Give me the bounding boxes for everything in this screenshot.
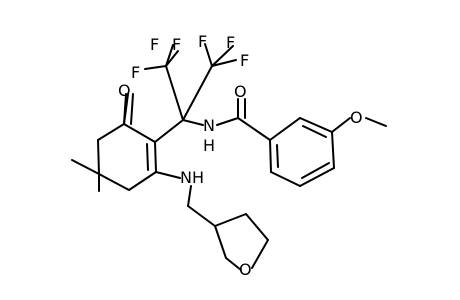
atom-label-fluorine: F: [172, 35, 181, 54]
atom-label-ketone-oxygen: O: [118, 81, 131, 100]
atom-label-methoxy-oxygen: O: [350, 108, 363, 127]
bond-lines: [71, 43, 387, 271]
atom-label-fluorine: F: [240, 51, 249, 70]
atom-label-fluorine: F: [131, 63, 140, 82]
atom-label-amide-hydrogen: H: [203, 136, 215, 155]
atom-label-fluorine: F: [150, 35, 159, 54]
atom-label-amide-nitrogen: N: [203, 116, 215, 135]
atom-labels: O F F F F F F N H O O N H O: [118, 32, 363, 279]
atom-label-thf-oxygen: O: [239, 260, 252, 279]
atom-label-amide-oxygen: O: [234, 82, 247, 101]
atom-label-fluorine: F: [226, 33, 235, 52]
atom-label-amine-hydrogen: H: [192, 168, 204, 187]
atom-label-fluorine: F: [198, 32, 207, 51]
atom-label-amine-nitrogen: N: [180, 168, 192, 187]
